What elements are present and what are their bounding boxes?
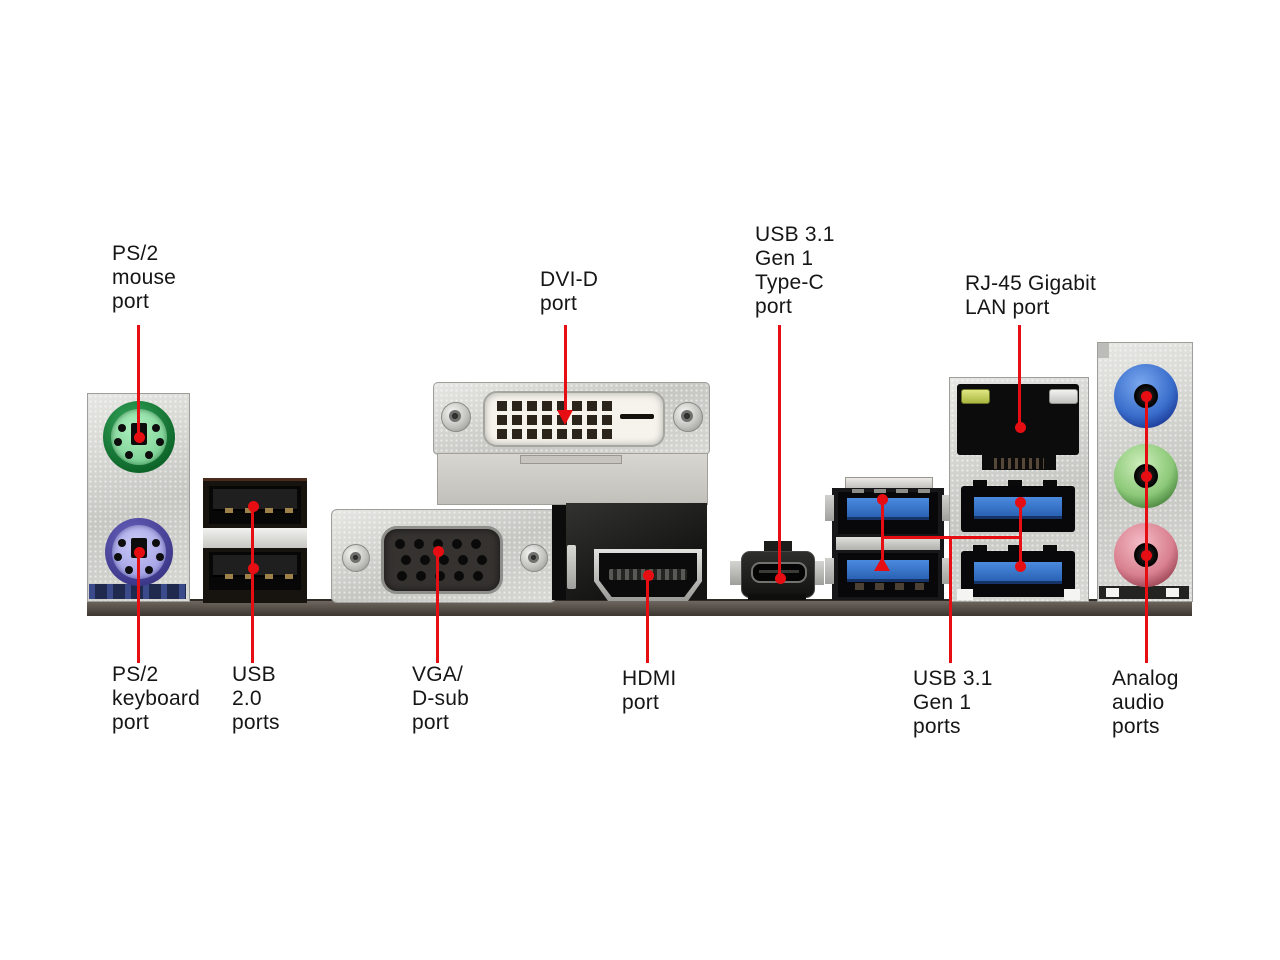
callout-lan: RJ-45 Gigabit LAN port bbox=[965, 272, 1096, 319]
dvi-housing-notch bbox=[520, 455, 622, 464]
leader-line-vga bbox=[436, 551, 439, 663]
usb31-left-tab-d bbox=[942, 558, 951, 584]
callout-hdmi: HDMI port bbox=[622, 667, 677, 714]
dvi-screw-hole-left bbox=[449, 410, 461, 422]
leader-dot-audio-green bbox=[1141, 471, 1152, 482]
audio-foot-left bbox=[1106, 588, 1119, 597]
lan-housing-foot-left bbox=[957, 589, 973, 600]
dvi-blade-slot bbox=[620, 414, 654, 419]
dvi-pin-grid bbox=[497, 401, 507, 411]
leader-line-lan bbox=[1018, 325, 1021, 425]
ps2-mouse-pins bbox=[118, 424, 126, 432]
leader-dot-usb31-right-top bbox=[1015, 497, 1026, 508]
callout-ps2-mouse: PS/2 mouse port bbox=[112, 242, 177, 313]
leader-dot-usb2-top bbox=[248, 501, 259, 512]
leader-dot-audio-blue bbox=[1141, 391, 1152, 402]
dvi-port bbox=[483, 391, 665, 447]
usb31-left-divider bbox=[836, 537, 940, 550]
usb2-divider bbox=[203, 528, 307, 548]
usb31-left-tab-c bbox=[825, 558, 834, 584]
callout-usb-type-c: USB 3.1 Gen 1 Type-C port bbox=[755, 223, 835, 318]
vga-port bbox=[381, 526, 503, 594]
leader-dot-usb31-left-top bbox=[877, 494, 888, 505]
callout-usb2: USB 2.0 ports bbox=[232, 663, 280, 734]
usb-c-base bbox=[748, 594, 806, 600]
leader-dot-usb-c bbox=[775, 573, 786, 584]
hdmi-clip bbox=[567, 545, 576, 589]
leader-line-dvi bbox=[564, 325, 567, 411]
usb2-contacts-top bbox=[225, 508, 233, 513]
callout-usb31: USB 3.1 Gen 1 ports bbox=[913, 667, 993, 738]
audio-foot-right bbox=[1166, 588, 1179, 597]
usb31-left-tongue-bottom bbox=[847, 560, 929, 582]
audio-plate-notch bbox=[1098, 343, 1109, 358]
vga-screw-hole-left bbox=[350, 552, 361, 563]
leader-line-usb31-horizontal bbox=[882, 536, 1022, 539]
leader-dot-vga bbox=[433, 546, 444, 557]
leader-dot-usb2-bottom bbox=[248, 563, 259, 574]
leader-dot-ps2-mouse bbox=[134, 432, 145, 443]
lan-led-green bbox=[961, 389, 990, 404]
leader-arrow-usb31-left-bottom bbox=[874, 557, 890, 571]
leader-line-usb31-down bbox=[949, 538, 952, 663]
leader-line-usb31-left bbox=[881, 499, 884, 569]
vga-screw-hole-right bbox=[528, 552, 539, 563]
callout-vga: VGA/ D-sub port bbox=[412, 663, 470, 734]
leader-dot-usb31-right-bottom bbox=[1015, 561, 1026, 572]
callout-audio: Analog audio ports bbox=[1112, 667, 1179, 738]
ps2-keyboard-pins bbox=[118, 539, 126, 547]
leader-line-usb-c bbox=[778, 325, 781, 577]
usb31-left-shell-marks bbox=[852, 489, 864, 493]
video-stack-gap bbox=[552, 503, 568, 600]
leader-line-ps2-keyboard bbox=[137, 552, 140, 663]
usb31-right-nubs-top bbox=[973, 480, 987, 486]
usb31-right-tongue-bottom bbox=[974, 562, 1062, 584]
leader-line-hdmi bbox=[646, 575, 649, 663]
lan-led-right bbox=[1049, 389, 1078, 404]
usb2-contacts-bottom bbox=[225, 574, 233, 579]
leader-dot-audio-pink bbox=[1141, 550, 1152, 561]
usb31-left-tongue-top bbox=[847, 498, 929, 520]
callout-dvi: DVI-D port bbox=[540, 268, 599, 315]
vga-pin-holes bbox=[395, 539, 405, 549]
leader-line-ps2-mouse bbox=[137, 325, 140, 437]
leader-dot-ps2-keyboard bbox=[134, 547, 145, 558]
leader-arrow-dvi bbox=[557, 410, 573, 425]
usb-c-side-tab-left bbox=[730, 561, 741, 585]
lan-housing-foot-right bbox=[1064, 589, 1080, 600]
usb31-left-pins bbox=[855, 583, 864, 590]
callout-ps2-keyboard: PS/2 keyboard port bbox=[112, 663, 200, 734]
usb-c-side-tab-right bbox=[813, 561, 824, 585]
leader-line-usb31-right bbox=[1019, 502, 1022, 566]
usb31-right-tongue-top bbox=[974, 497, 1062, 519]
dvi-screw-hole-right bbox=[681, 410, 693, 422]
leader-line-usb2 bbox=[251, 504, 254, 663]
leader-dot-hdmi bbox=[643, 570, 654, 581]
usb31-left-tab-b bbox=[942, 495, 951, 521]
vga-screw-left bbox=[342, 544, 370, 572]
leader-dot-lan bbox=[1015, 422, 1026, 433]
usb31-left-tab-a bbox=[825, 495, 834, 521]
leader-line-audio bbox=[1145, 394, 1148, 663]
rj45-contact-teeth bbox=[994, 458, 1044, 469]
usb31-right-nubs-bottom bbox=[973, 545, 987, 551]
